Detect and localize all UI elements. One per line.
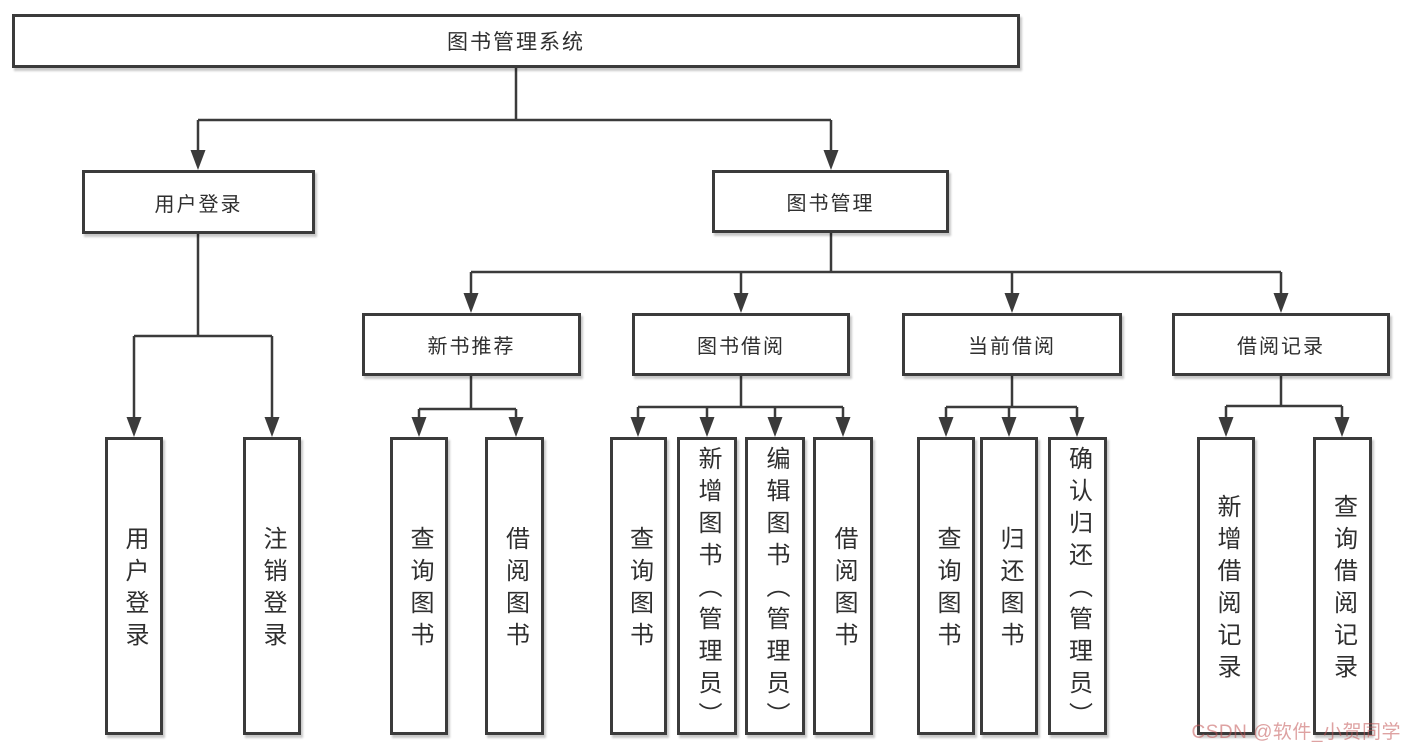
watermark: CSDN @软件_小贺同学	[1191, 722, 1401, 743]
node-label: 查询图书	[406, 526, 433, 654]
arrowhead-icon	[1001, 417, 1017, 437]
node-br-add-record: 新增借阅记录	[1197, 437, 1255, 735]
arrowhead-icon	[630, 417, 646, 437]
node-label: 新增借阅记录	[1213, 494, 1240, 686]
connector-current-borrowing	[944, 376, 1079, 421]
arrowhead-icon	[463, 293, 479, 313]
node-br-query-record: 查询借阅记录	[1313, 437, 1372, 735]
arrowhead-icon	[411, 417, 427, 437]
node-label: 查询借阅记录	[1329, 494, 1357, 686]
node-book-borrowing: 图书借阅	[632, 313, 850, 376]
connector-book-management	[469, 233, 1283, 297]
node-borrowing-records: 借阅记录	[1172, 313, 1390, 376]
node-bb-borrow-books: 借阅图书	[813, 437, 873, 735]
node-bb-add-books-admin: 新增图书（管理员）	[677, 437, 737, 735]
connector-new-book-recommend	[417, 376, 518, 421]
node-label: 编辑图书（管理员）	[762, 446, 789, 734]
node-bb-query-books: 查询图书	[610, 437, 667, 735]
arrowhead-icon	[264, 417, 280, 437]
node-cb-query-books: 查询图书	[917, 437, 975, 735]
node-bb-edit-books-admin: 编辑图书（管理员）	[745, 437, 805, 735]
node-label: 图书借阅	[697, 336, 785, 358]
node-user-login-group: 用户登录	[82, 170, 315, 234]
node-label: 当前借阅	[968, 336, 1056, 358]
node-label: 图书管理	[786, 193, 875, 215]
node-label: 新增图书（管理员）	[694, 446, 721, 734]
node-logout: 注销登录	[243, 437, 301, 735]
node-label: 用户登录	[121, 526, 148, 654]
node-label: 图书管理系统	[447, 31, 585, 54]
node-user-login: 用户登录	[105, 437, 163, 735]
connector-borrowing-records	[1224, 376, 1344, 421]
node-label: 归还图书	[996, 526, 1023, 654]
arrowhead-icon	[699, 417, 715, 437]
node-cb-confirm-return-admin: 确认归还（管理员）	[1048, 437, 1107, 735]
arrowheads	[126, 150, 1350, 437]
arrowhead-icon	[126, 417, 142, 437]
arrowhead-icon	[190, 150, 206, 170]
node-library-management-system: 图书管理系统	[12, 14, 1020, 68]
arrowhead-icon	[1218, 417, 1234, 437]
arrowhead-icon	[1004, 293, 1020, 313]
arrowhead-icon	[1069, 417, 1085, 437]
node-cb-return-books: 归还图书	[980, 437, 1038, 735]
node-label: 借阅图书	[830, 526, 857, 654]
node-label: 借阅图书	[501, 526, 529, 654]
arrowhead-icon	[1273, 293, 1289, 313]
arrowhead-icon	[835, 417, 851, 437]
arrowhead-icon	[1334, 417, 1350, 437]
node-label: 借阅记录	[1237, 336, 1325, 358]
node-label: 查询图书	[625, 526, 653, 654]
node-current-borrowing: 当前借阅	[902, 313, 1122, 376]
node-label: 注销登录	[259, 526, 286, 654]
node-label: 查询图书	[933, 526, 960, 654]
node-book-management: 图书管理	[712, 170, 949, 233]
node-new-book-recommend: 新书推荐	[362, 313, 581, 376]
node-nbr-borrow-books: 借阅图书	[485, 437, 544, 735]
connector-book-borrowing	[636, 376, 845, 421]
arrowhead-icon	[767, 417, 783, 437]
arrowhead-icon	[508, 417, 524, 437]
connector-user-login-group	[132, 234, 274, 421]
node-label: 确认归还（管理员）	[1064, 446, 1092, 734]
connector-root-to-level2	[196, 68, 833, 154]
node-nbr-query-books: 查询图书	[390, 437, 448, 735]
arrowhead-icon	[823, 150, 839, 170]
arrowhead-icon	[733, 293, 749, 313]
node-label: 用户登录	[154, 193, 243, 216]
arrowhead-icon	[938, 417, 954, 437]
node-label: 新书推荐	[427, 336, 516, 358]
